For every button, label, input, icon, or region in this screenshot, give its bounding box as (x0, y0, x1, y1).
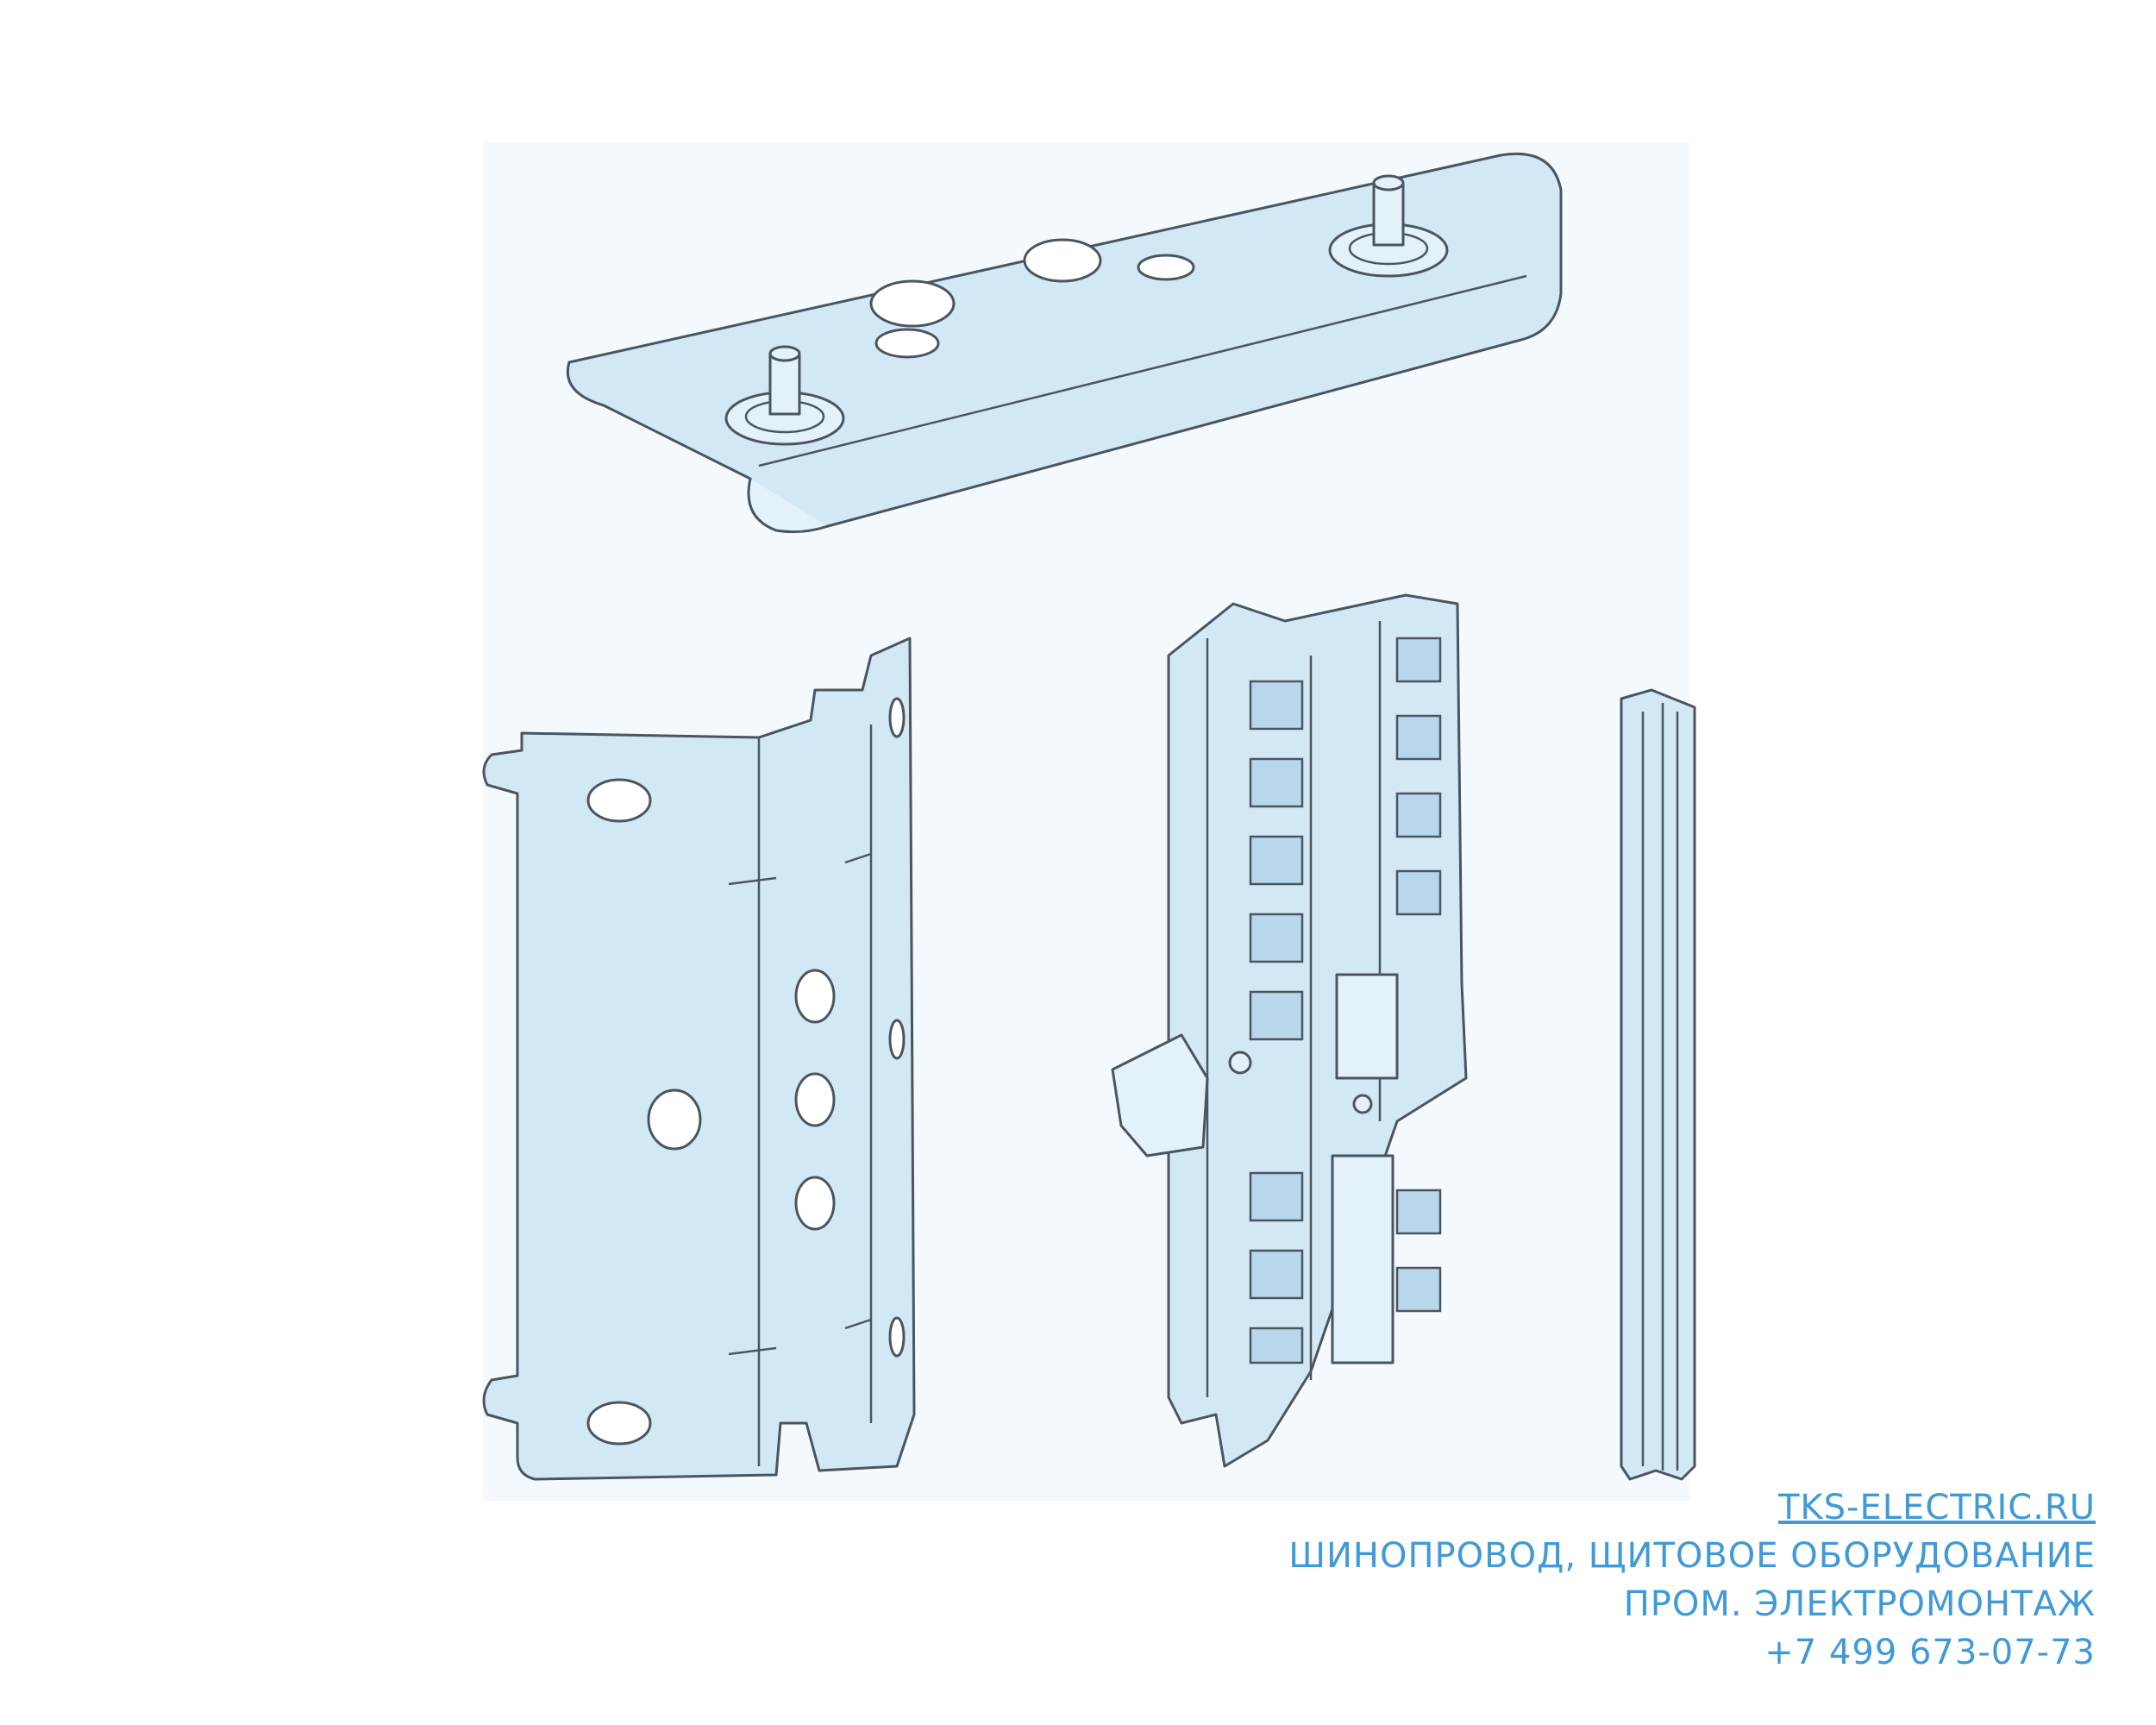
watermark-line-products: ШИНОПРОВОД, ЩИТОВОЕ ОБОРУДОВАНИЕ (1288, 1536, 2096, 1576)
watermark: TKS-ELECTRIC.RU ШИНОПРОВОД, ЩИТОВОЕ ОБОР… (1288, 1484, 2096, 1677)
top-mounting-plate (567, 152, 1563, 534)
watermark-line-services: ПРОМ. ЭЛЕКТРОМОНТАЖ (1623, 1584, 2096, 1624)
support-teeth (1249, 637, 1442, 1364)
angle-bracket (482, 637, 916, 1481)
busbar-support (1111, 593, 1468, 1468)
site-link[interactable]: TKS-ELECTRIC.RU (1778, 1488, 2096, 1527)
thin-profile (1620, 688, 1696, 1481)
phone-number: +7 499 673-07-73 (1764, 1633, 2096, 1672)
